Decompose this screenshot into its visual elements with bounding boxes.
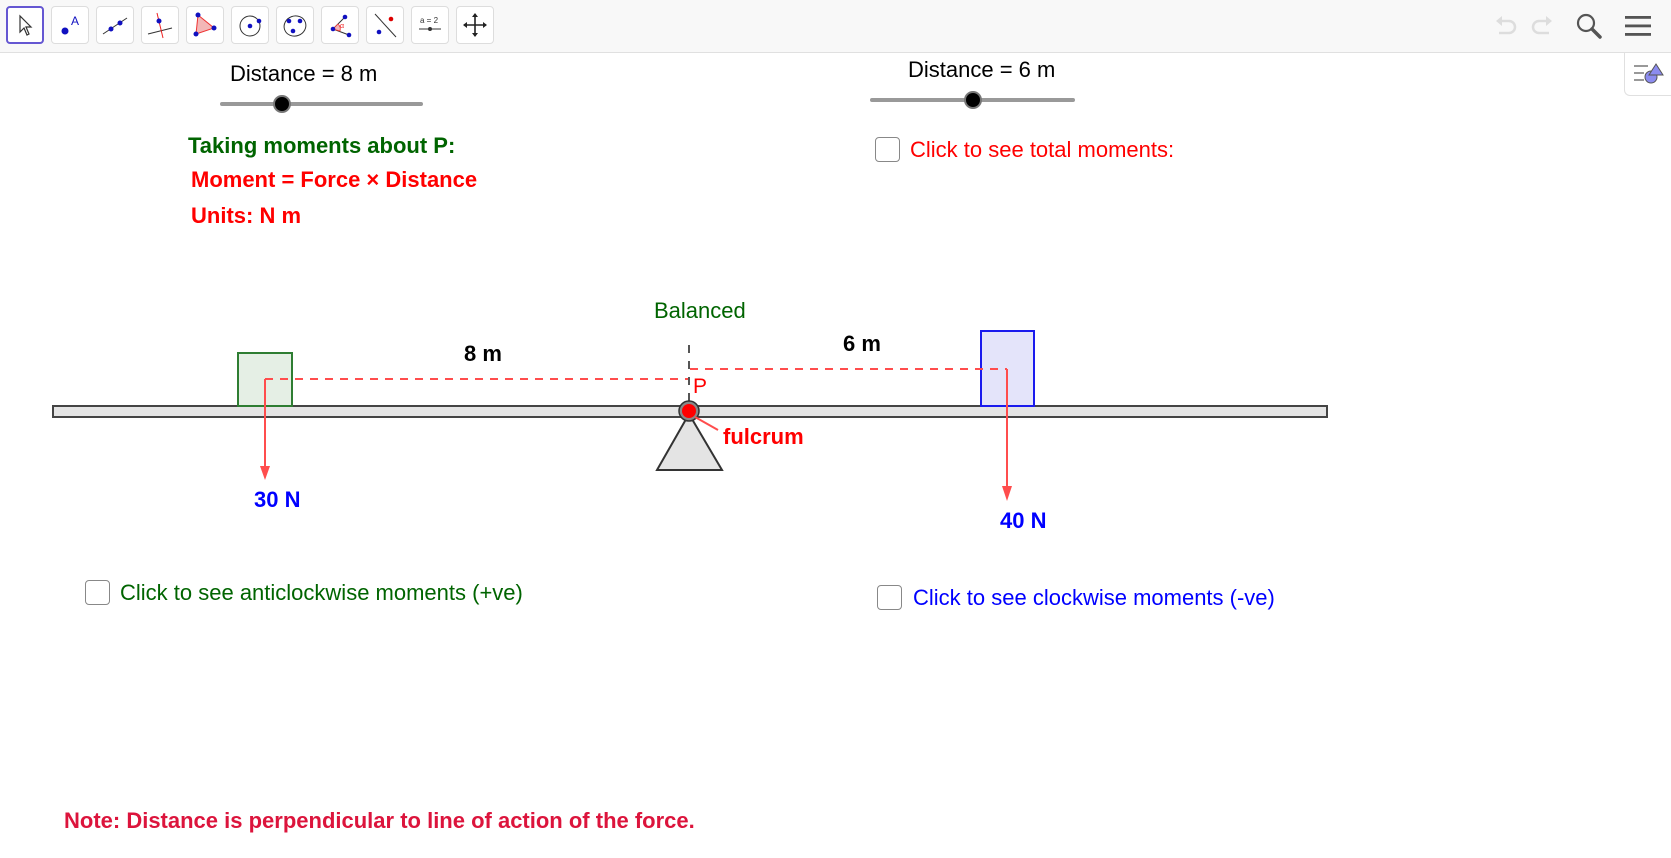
- right-force-label: 40 N: [1000, 508, 1047, 533]
- anticlockwise-moments-checkbox[interactable]: [85, 580, 110, 605]
- total-moments-checkbox[interactable]: [875, 137, 900, 162]
- line-through-points-icon: [102, 17, 128, 35]
- point-tool-button[interactable]: A: [51, 6, 89, 44]
- circle-tool-button[interactable]: [231, 6, 269, 44]
- fulcrum-label: fulcrum: [723, 424, 804, 449]
- svg-text:a = 2: a = 2: [420, 16, 439, 25]
- perpendicular-line-icon: [147, 12, 173, 39]
- moments-heading: Taking moments about P:: [188, 133, 456, 158]
- point-A-icon: A: [61, 14, 79, 35]
- left-distance-slider-label: Distance = 8 m: [230, 61, 378, 86]
- beam: [52, 405, 1328, 418]
- redo-button[interactable]: [1526, 10, 1558, 42]
- menu-icon: [1625, 16, 1651, 36]
- reflect-point-icon: [374, 13, 397, 38]
- clockwise-moments-label[interactable]: Click to see clockwise moments (-ve): [913, 585, 1275, 610]
- angle-tool-button[interactable]: α: [321, 6, 359, 44]
- units-text: Units: N m: [191, 203, 301, 228]
- slider-icon: a = 2: [419, 16, 441, 31]
- toolbar: A α a = 2: [0, 0, 1671, 53]
- right-weight-box: [980, 330, 1035, 407]
- undo-button[interactable]: [1490, 10, 1522, 42]
- move-tool-button[interactable]: [6, 6, 44, 44]
- menu-button[interactable]: [1622, 10, 1654, 42]
- right-slider-knob[interactable]: [964, 91, 982, 109]
- fulcrum-triangle: [655, 412, 724, 471]
- right-distance-slider-label: Distance = 6 m: [908, 57, 1056, 82]
- perpendicular-line-tool-button[interactable]: [141, 6, 179, 44]
- conic-tool-button[interactable]: [276, 6, 314, 44]
- balance-status: Balanced: [654, 298, 746, 323]
- style-bar-icon: [1633, 63, 1664, 84]
- search-button[interactable]: [1573, 10, 1605, 42]
- polygon-tool-button[interactable]: [186, 6, 224, 44]
- total-moments-label[interactable]: Click to see total moments:: [910, 137, 1175, 162]
- style-bar-toggle-button[interactable]: [1624, 53, 1671, 96]
- pivot-label: P: [693, 375, 708, 398]
- left-force-label: 30 N: [254, 487, 301, 512]
- left-distance-slider[interactable]: [220, 95, 423, 113]
- svg-text:α: α: [340, 23, 344, 30]
- moment-formula: Moment = Force × Distance: [191, 167, 478, 192]
- polygon-icon: [193, 12, 217, 37]
- clockwise-moments-checkbox[interactable]: [877, 585, 902, 610]
- move-cross-arrows-icon: [463, 13, 487, 37]
- angle-icon: α: [330, 14, 352, 38]
- svg-text:A: A: [71, 14, 79, 28]
- left-distance-label: 8 m: [464, 341, 502, 366]
- redo-icon: [1531, 16, 1552, 35]
- right-distance-slider[interactable]: [870, 91, 1075, 109]
- left-slider-knob[interactable]: [273, 95, 291, 113]
- right-distance-label: 6 m: [843, 331, 881, 356]
- move-graphics-tool-button[interactable]: [456, 6, 494, 44]
- line-tool-button[interactable]: [96, 6, 134, 44]
- ellipse-icon: [283, 15, 307, 37]
- search-icon: [1576, 13, 1602, 39]
- slider-tool-button[interactable]: a = 2: [411, 6, 449, 44]
- undo-icon: [1496, 16, 1517, 35]
- anticlockwise-moments-label[interactable]: Click to see anticlockwise moments (+ve): [120, 580, 523, 605]
- pivot-point: [682, 404, 696, 418]
- reflect-tool-button[interactable]: [366, 6, 404, 44]
- arrow-cursor-icon: [19, 14, 33, 36]
- left-weight-box: [237, 352, 293, 407]
- note-text: Note: Distance is perpendicular to line …: [64, 808, 695, 833]
- circle-center-point-icon: [239, 15, 262, 37]
